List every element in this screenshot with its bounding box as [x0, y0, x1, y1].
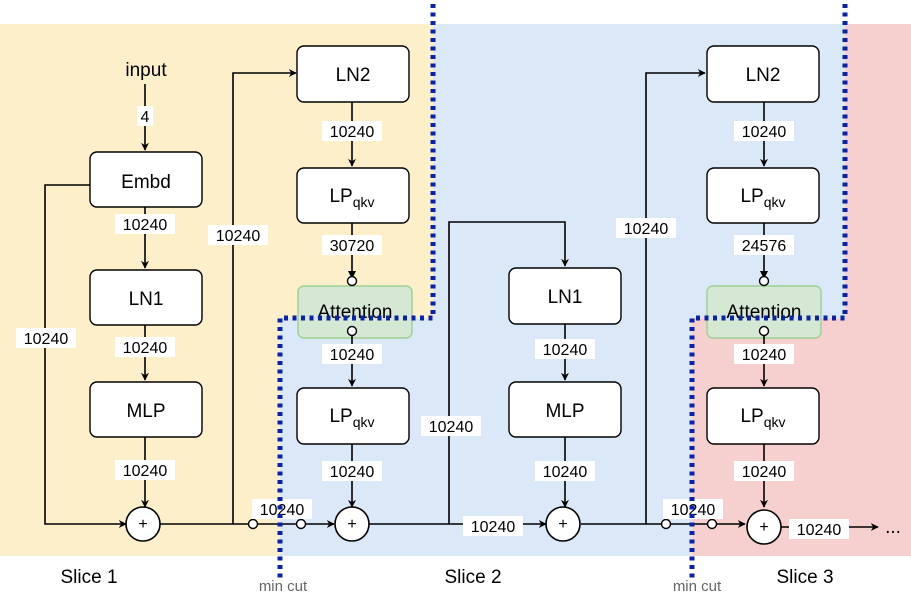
- mlp-a-label: MLP: [126, 401, 165, 422]
- node-ln2-b: LN2: [706, 45, 820, 103]
- node-lpqkv-d: LPqkv: [706, 387, 820, 445]
- svg-text:+: +: [759, 519, 768, 536]
- port: [758, 275, 770, 287]
- svg-text:+: +: [558, 516, 567, 533]
- svg-text:10240: 10240: [624, 221, 669, 238]
- slice-1-label: Slice 1: [60, 567, 117, 588]
- slice-2-label: Slice 2: [444, 567, 501, 588]
- edge-label: 10240: [535, 461, 595, 481]
- edge-label: 10240: [115, 337, 175, 357]
- svg-text:24576: 24576: [742, 238, 787, 255]
- node-ln2-a: LN2: [296, 45, 410, 103]
- min-cut-label-1: min cut: [259, 578, 308, 595]
- min-cut-line-2: [689, 4, 848, 580]
- ports: [247, 275, 770, 530]
- svg-text:4: 4: [141, 109, 150, 126]
- port: [247, 518, 259, 530]
- svg-text:10240: 10240: [671, 502, 716, 519]
- edge-label: 10240: [16, 328, 76, 348]
- ellipsis: ...: [885, 517, 901, 538]
- svg-text:10240: 10240: [429, 419, 474, 436]
- min-cut-line-1: [277, 4, 436, 580]
- edge-label: 10240: [115, 460, 175, 480]
- edge-label: 10240: [734, 344, 794, 364]
- svg-text:10240: 10240: [123, 463, 168, 480]
- lpqkv-d-label: LPqkv: [740, 406, 785, 430]
- edge-labels: 4 10240 10240 10240 10240 10240 10240 30…: [16, 106, 849, 539]
- port: [346, 325, 358, 337]
- adder-1: +: [125, 506, 161, 542]
- embd-label: Embd: [121, 172, 171, 193]
- adder-3: +: [545, 506, 581, 542]
- node-lpqkv-c: LPqkv: [706, 167, 820, 224]
- mlp-b-label: MLP: [545, 401, 584, 422]
- svg-text:10240: 10240: [797, 522, 842, 539]
- node-lpqkv-b: LPqkv: [296, 387, 410, 445]
- edge-label: 10240: [322, 461, 382, 481]
- edge-label: 10240: [734, 121, 794, 141]
- svg-text:10240: 10240: [24, 331, 69, 348]
- svg-text:10240: 10240: [543, 464, 588, 481]
- ln2-a-label: LN2: [336, 65, 371, 86]
- ln2-b-label: LN2: [746, 65, 781, 86]
- svg-text:10240: 10240: [330, 347, 375, 364]
- svg-text:10240: 10240: [330, 124, 375, 141]
- svg-text:30720: 30720: [330, 238, 375, 255]
- edge-label: 10240: [115, 214, 175, 234]
- edge-label: 30720: [322, 235, 382, 255]
- port: [758, 325, 770, 337]
- lpqkv-c-label: LPqkv: [740, 186, 785, 210]
- node-ln1-a: LN1: [89, 269, 203, 326]
- edge-label: 10240: [734, 461, 794, 481]
- ln1-a-label: LN1: [129, 289, 164, 310]
- svg-text:10240: 10240: [216, 228, 261, 245]
- edge-label: 10240: [616, 218, 676, 238]
- edge-label: 10240: [421, 416, 481, 436]
- svg-text:10240: 10240: [471, 519, 516, 536]
- svg-text:10240: 10240: [742, 124, 787, 141]
- node-mlp-a: MLP: [89, 381, 203, 438]
- svg-text:10240: 10240: [123, 340, 168, 357]
- node-mlp-b: MLP: [508, 381, 622, 438]
- edge-label: 10240: [789, 519, 849, 539]
- attention-box-a: Attention: [297, 285, 413, 339]
- edge-label: 10240: [463, 516, 523, 536]
- min-cut-label-2: min cut: [673, 578, 722, 595]
- svg-text:10240: 10240: [742, 464, 787, 481]
- edge-label: 10240: [208, 225, 268, 245]
- port: [295, 518, 307, 530]
- svg-text:10240: 10240: [543, 342, 588, 359]
- ln1-b-label: LN1: [548, 287, 583, 308]
- edge-label: 4: [137, 106, 153, 126]
- svg-text:10240: 10240: [330, 464, 375, 481]
- node-lpqkv-a: LPqkv: [296, 167, 410, 224]
- svg-text:10240: 10240: [123, 217, 168, 234]
- port: [346, 275, 358, 287]
- adder-2: +: [334, 506, 370, 542]
- svg-text:10240: 10240: [260, 502, 305, 519]
- svg-text:10240: 10240: [742, 347, 787, 364]
- edge-label: 24576: [734, 235, 794, 255]
- slice-3-label: Slice 3: [776, 567, 833, 588]
- port: [660, 518, 672, 530]
- svg-text:+: +: [138, 516, 147, 533]
- edge-label: 10240: [535, 339, 595, 359]
- edge-label: 10240: [322, 121, 382, 141]
- node-embd: Embd: [89, 151, 203, 208]
- input-label: input: [125, 60, 167, 81]
- adder-4: +: [746, 509, 782, 545]
- svg-text:+: +: [347, 516, 356, 533]
- node-ln1-b: LN1: [508, 267, 622, 325]
- lpqkv-a-label: LPqkv: [329, 186, 374, 210]
- lpqkv-b-label: LPqkv: [329, 406, 374, 430]
- port: [706, 518, 718, 530]
- edge-label: 10240: [322, 344, 382, 364]
